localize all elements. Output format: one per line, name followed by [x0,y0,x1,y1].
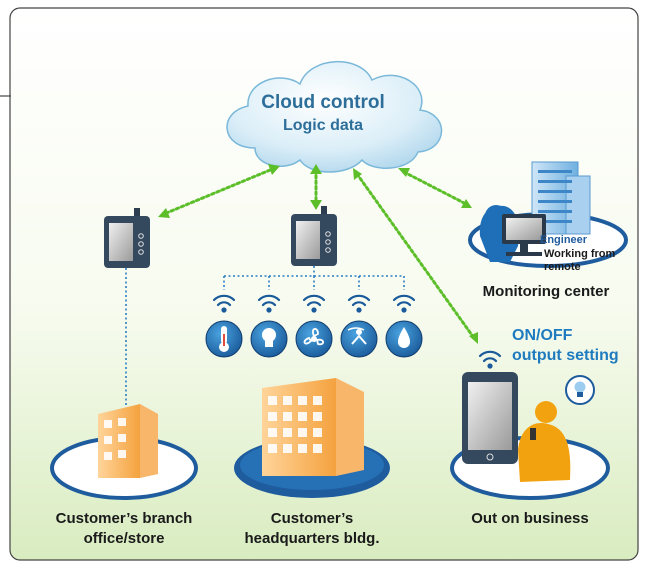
wifi-icon [302,294,326,313]
wired-links [125,266,405,405]
connector-monitoring [402,170,468,206]
wifi-icons [212,294,416,313]
cloud-subtitle: Logic data [282,117,363,134]
light-bulb-icon [565,375,595,405]
connector-arrowheads [158,164,478,344]
wifi-icon [392,294,416,313]
headquarters-building [234,378,390,498]
hq-controller [291,206,337,266]
hq-caption-line2: headquarters bldg. [244,530,380,547]
working-from-label: Working from [544,248,616,260]
wifi-icon [257,294,281,313]
wifi-icon [478,350,502,369]
businessman-figure [518,401,571,482]
onoff-label: ON/OFF [512,327,573,344]
water-drop-icon [385,320,423,358]
hq-caption-line1: Customer’s [270,510,354,527]
output-setting-label: output setting [512,347,619,364]
business-caption: Out on business [471,510,589,527]
monitoring-center [468,161,628,268]
fan-icon [295,320,333,358]
engineer-label: Engineer [540,234,588,246]
branch-building [50,404,198,500]
light-bulb-icon [250,320,288,358]
sensor-icons [205,320,423,358]
branch-caption-line2: office/store [83,530,165,547]
cloud-title: Cloud control [261,92,385,113]
mobile-user [450,350,610,500]
connector-branch [162,166,277,216]
engineer-figure [479,205,546,262]
thermometer-icon [205,320,243,358]
connector-business [355,172,476,340]
branch-controller [104,208,150,268]
remote-label: remote [544,261,581,273]
wifi-icon [347,294,371,313]
cloud-shape [226,60,443,173]
wifi-icon [212,294,236,313]
cloud-connectors [162,166,476,340]
branch-caption-line1: Customer’s branch [55,510,193,527]
person-wind-icon [340,320,378,358]
monitoring-center-caption: Monitoring center [482,283,610,300]
